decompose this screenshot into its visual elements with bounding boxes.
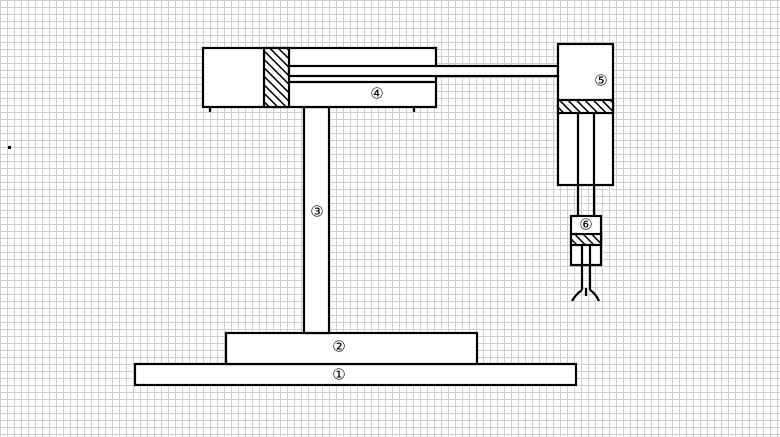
arm-piston (262, 46, 291, 109)
label-arm-cylinder: ④ (370, 85, 383, 103)
label-base: ① (332, 366, 345, 384)
gripper-jaw-left (571, 289, 583, 302)
vertical-cylinder-body (556, 42, 615, 187)
label-mount: ② (332, 338, 345, 356)
mount-block (224, 331, 479, 366)
label-gripper-cylinder: ⑥ (579, 216, 592, 234)
arm-piston-rod (287, 64, 560, 78)
stray-dot (8, 146, 11, 149)
gripper-jaw-right (589, 289, 601, 302)
arm-cylinder-body (201, 46, 438, 109)
label-column: ③ (310, 203, 323, 221)
vertical-piston (556, 98, 615, 115)
base-plate (133, 362, 578, 387)
gripper-piston (569, 232, 603, 247)
label-vertical-cylinder: ⑤ (594, 72, 607, 90)
